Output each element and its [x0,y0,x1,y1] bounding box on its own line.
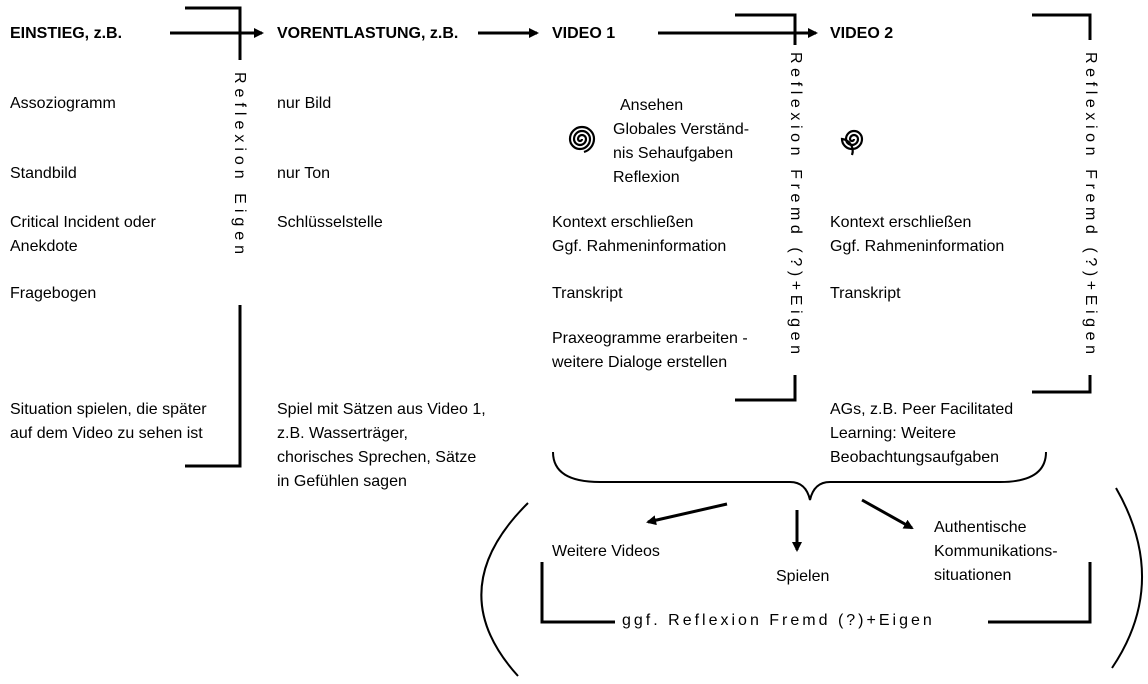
large-parenthesis-left [480,502,529,677]
einstieg-item: Assoziogramm [10,95,116,112]
video1-spiral-line: Globales Verständ- [613,121,750,138]
bracket-eigen-top [185,6,242,60]
header-video1: VIDEO 1 [552,25,616,42]
einstieg-item: Fragebogen [10,285,97,302]
einstieg-item: Anekdote [10,238,78,255]
vorentlastung-item: z.B. Wasserträger, [277,425,408,442]
vorentlastung-item: Schlüsselstelle [277,214,383,231]
vorentlastung-item: nur Ton [277,165,331,182]
header-video2: VIDEO 2 [830,25,894,42]
einstieg-item: Standbild [10,165,77,182]
outcome-authentische: Authentische [934,519,1027,536]
arrow-to-authentische [861,498,914,530]
video2-item: Beobachtungsaufgaben [830,449,1000,466]
video2-item: Transkript [830,285,901,302]
outcome-spielen: Spielen [776,568,830,585]
bottom-bracket-right [988,562,1092,624]
bottom-reflexion-label: ggf. Reflexion Fremd (?)+Eigen [622,612,935,629]
spiral-icon [840,129,864,156]
header-vorentlastung: VORENTLASTUNG, z.B. [277,25,459,42]
outcome-authentische: Kommunikations- [934,543,1058,560]
large-parenthesis-right [1111,487,1144,669]
reflexion-eigen-label: Reflexion Eigen [231,72,248,260]
bracket-video1-top [735,13,797,45]
bracket-video1-bottom [735,375,797,402]
video1-spiral-line: nis Sehaufgaben [613,145,734,162]
video2-item: Ggf. Rahmeninformation [830,238,1005,255]
bracket-video2-bottom [1032,375,1092,394]
video1-spiral-line: Ansehen [620,97,684,114]
video2-item: Kontext erschließen [830,214,972,231]
curly-brace [552,451,1047,501]
einstieg-item: Situation spielen, die später [10,401,207,418]
video1-item: weitere Dialoge erstellen [552,354,728,371]
header-einstieg: EINSTIEG, z.B. [10,25,123,42]
video2-item: AGs, z.B. Peer Facilitated [830,401,1014,418]
vorentlastung-item: Spiel mit Sätzen aus Video 1, [277,401,486,418]
video1-spiral-line: Reflexion [613,169,680,186]
reflexion-fremd-eigen-label-video2: Reflexion Fremd (?)+Eigen [1082,52,1099,359]
vorentlastung-item: nur Bild [277,95,332,112]
video1-item: Ggf. Rahmeninformation [552,238,727,255]
bracket-eigen-bottom [185,305,242,468]
bottom-bracket-left [540,562,615,624]
video1-item: Kontext erschließen [552,214,694,231]
vorentlastung-item: in Gefühlen sagen [277,473,407,490]
reflexion-fremd-eigen-label-video1: Reflexion Fremd (?)+Eigen [787,52,804,359]
vorentlastung-item: chorisches Sprechen, Sätze [277,449,477,466]
spiral-icon [568,125,596,154]
video2-item: Learning: Weitere [830,425,956,442]
video1-item: Praxeogramme erarbeiten - [552,330,748,347]
outcome-weitere-videos: Weitere Videos [552,543,660,560]
video1-item: Transkript [552,285,623,302]
arrow-to-weitere-videos [646,502,728,526]
outcome-authentische: situationen [934,567,1012,584]
einstieg-item: Critical Incident oder [10,214,156,231]
einstieg-item: auf dem Video zu sehen ist [10,425,203,442]
bracket-video2-top [1032,13,1092,40]
